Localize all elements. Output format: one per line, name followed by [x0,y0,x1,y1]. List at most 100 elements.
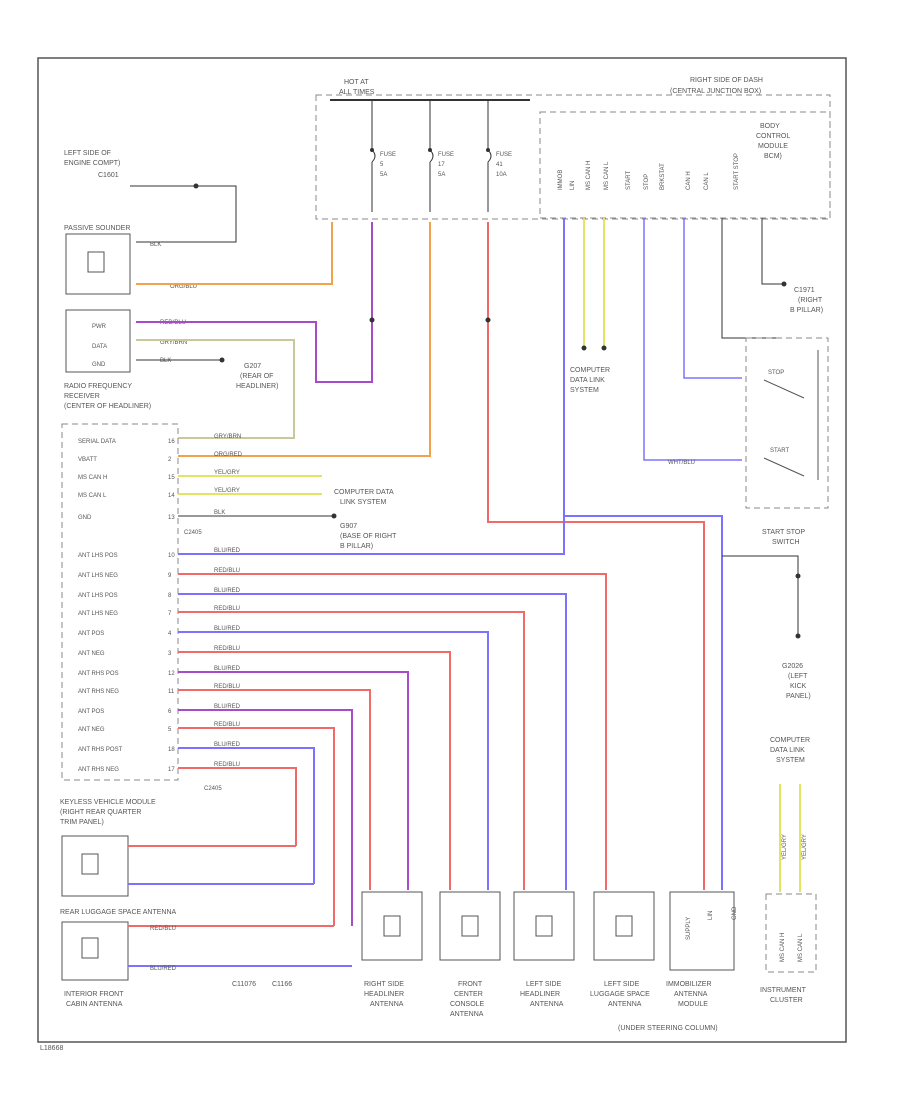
keyless-pin-number: 7 [168,611,172,617]
kick-gnd-wire [722,555,799,636]
bcm-pin-ms-can-l: MS CAN L [604,161,610,190]
ant-wire-5 [178,631,489,890]
rear-antenna-box [61,835,129,897]
immobilizer-box [669,891,735,971]
fuse-5: FUSE 5 5A [370,100,396,212]
bcm-immob-wire [563,218,723,890]
keyless-wire-color: RED/BLU [214,606,240,612]
keyless-label-2: (RIGHT REAR QUARTER [60,809,141,816]
ground-right-3: B PILLAR) [790,307,823,314]
bcm-pin-brkstat: BRKSTAT [660,163,666,190]
ant-wire-9 [178,709,353,926]
inline-conn-2: C1166 [272,981,292,988]
right-dash-label-2: (CENTRAL JUNCTION BOX) [670,88,761,95]
keyless-pin-number: 15 [168,475,175,481]
keyless-pin-number: 12 [168,671,175,677]
start-stop-gnd-wire [761,218,784,285]
fuse-5-amp: 5A [380,172,387,178]
rf-gnd-dot [219,357,225,363]
ground-left-3: KICK [790,683,807,690]
rf-pin-data: DATA [92,344,107,350]
fuse-5-name: FUSE [380,152,396,158]
cluster-label-1: INSTRUMENT [760,987,807,994]
cluster-top-1: COMPUTER [770,737,810,744]
antenna-boxes [361,891,735,971]
bcm-pin-lin: LIN [570,181,576,190]
sounder-wire-1: BLK [150,242,161,248]
fuse41-red-wire [487,222,705,890]
bcm-pin-can-l: CAN L [704,172,710,190]
ant-wire-7 [178,671,409,890]
keyless-pin-label: ANT NEG [78,727,105,733]
kick-gnd-dot-top [795,573,801,579]
front-antenna-wire-1: RED/BLU [150,926,176,932]
fuse-41-amp: 10A [496,172,507,178]
hot-at-label-1: HOT AT [344,79,369,86]
keyless-conn-top: C2405 [184,530,202,536]
front-antenna-wire-2: BLU/RED [150,966,177,972]
ant-label-rh-3: ANTENNA [370,1001,404,1008]
bcm-pin-immob: IMMOB [558,170,564,190]
rear-antenna-icon [81,853,99,875]
antenna-icon-4 [615,915,633,937]
antenna-icon-2 [461,915,479,937]
ground-left-4: PANEL) [786,693,811,700]
keyless-pin-label: ANT POS [78,709,104,715]
bcm-pin-start: START [626,171,632,190]
keyless-pin-number: 5 [168,727,172,733]
switch-start-contact [763,457,805,477]
ground-left-1: G2026 [782,663,803,670]
keyless-pin-label: VBATT [78,457,97,463]
ground-rear-2: (BASE OF RIGHT [340,533,397,540]
keyless-wire-color: RED/BLU [214,684,240,690]
rf-ground-3: HEADLINER) [236,383,278,390]
keyless-wire-color: BLK [214,510,225,516]
ground-rear-3: B PILLAR) [340,543,373,550]
data-link-top-2: DATA LINK [570,377,605,384]
ant-wire-4 [178,611,525,890]
ant-label-im-2: ANTENNA [674,991,708,998]
antenna-box-left-luggage [593,891,655,961]
bcm-label-2: CONTROL [756,133,790,140]
rf-wire-2: GRY/BRN [160,340,187,346]
engine-label-1: LEFT SIDE OF [64,150,111,157]
engine-label-3: C1601 [98,172,119,179]
ant-label-ll-3: ANTENNA [608,1001,642,1008]
keyless-pin-number: 10 [168,553,175,559]
start-wire [643,218,742,461]
keyless-pin-number: 8 [168,593,172,599]
keyless-wire-color: YEL/GRY [214,488,240,494]
keyless-wire-color: RED/BLU [214,762,240,768]
bcm-pin-start-stop: START STOP [734,153,740,190]
sounder-wire-2: ORG/BLU [170,284,197,290]
keyless-wire-color: BLU/RED [214,704,241,710]
ant-label-fc-2: CENTER [454,991,483,998]
diagram-frame [37,57,847,1043]
rf-ground-1: G207 [244,363,261,370]
fuse-17-num: 17 [438,162,445,168]
cluster-wire-l: YEL/GRY [802,834,808,860]
switch-stop-contact [763,379,805,399]
immob-pin-gnd: GND [732,906,738,920]
engine-to-sounder-wire [136,185,237,243]
data-link-2: LINK SYSTEM [340,499,386,506]
antenna-box-left-headliner [513,891,575,961]
cluster-label-2: CLUSTER [770,997,803,1004]
keyless-wire-color: BLU/RED [214,666,241,672]
engine-label-2: ENGINE COMPT) [64,160,120,167]
antenna-box-right-headliner [361,891,423,961]
front-antenna-label-2: CABIN ANTENNA [66,1001,123,1008]
antenna-icon-1 [383,915,401,937]
bcm-outline [539,111,831,219]
keyless-pin-label: MS CAN H [78,475,107,481]
keyless-pin-number: 2 [168,457,172,463]
ant-label-rh-2: HEADLINER [364,991,404,998]
ant-label-lh-2: HEADLINER [520,991,560,998]
antenna-wires [178,218,787,926]
cluster-pin-l: MS CAN L [798,933,804,962]
keyless-wire-color: BLU/RED [214,548,241,554]
rf-pwr-wire [136,222,373,383]
ant-label-im-4: (UNDER STEERING COLUMN) [618,1025,718,1032]
cluster-wire-h: YEL/GRY [782,834,788,860]
